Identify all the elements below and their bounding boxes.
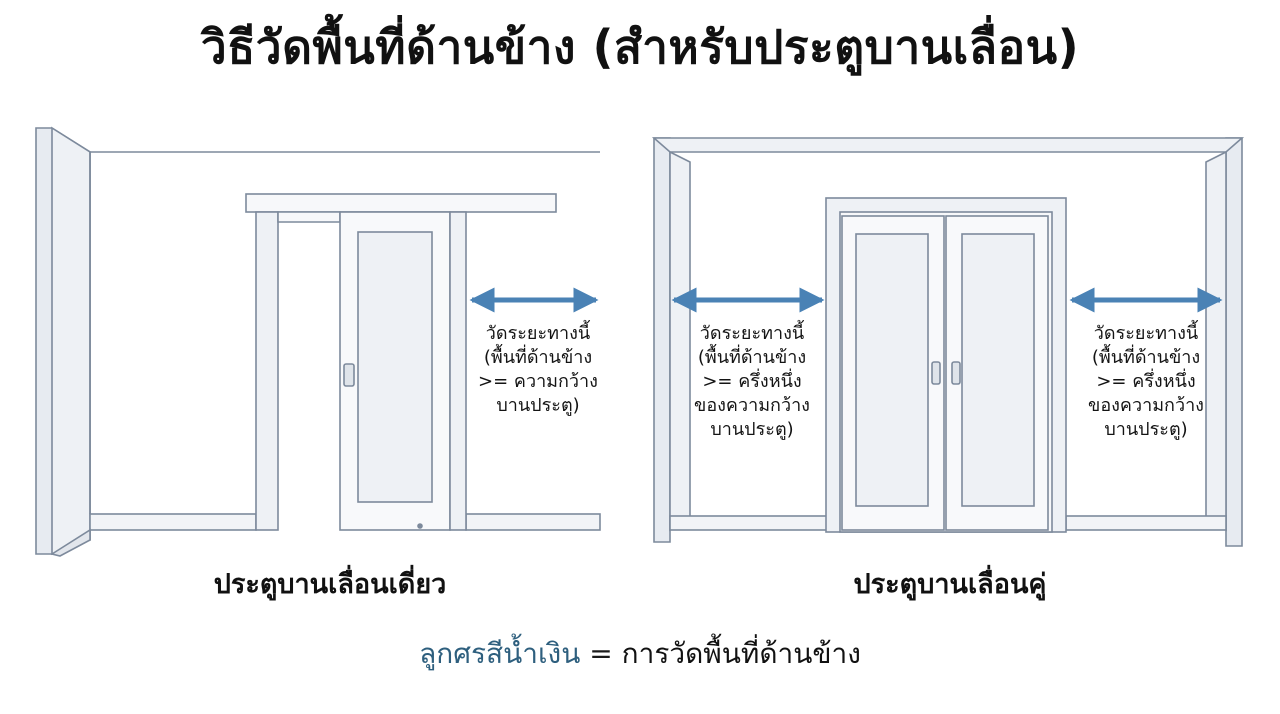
legend-blue-text: ลูกศรสีน้ำเงิน xyxy=(419,637,581,670)
baseboard-dleft xyxy=(669,515,829,531)
door-frame-left xyxy=(255,211,279,531)
door-handle xyxy=(343,363,355,387)
ceiling-frame xyxy=(651,137,1245,153)
door-handle-right xyxy=(951,361,961,385)
legend-equals: = xyxy=(589,637,613,670)
room-frame-right xyxy=(1225,137,1243,547)
baseboard-left xyxy=(89,513,257,531)
measure-note-double-right: วัดระยะทางนี้ (พื้นที่ด้านข้าง >= ครึ่งห… xyxy=(1088,323,1204,440)
double-door-diagram xyxy=(651,137,1245,547)
baseboard-right xyxy=(465,513,601,531)
baseboard-dright xyxy=(1065,515,1227,531)
measure-note-single: วัดระยะทางนี้ (พื้นที่ด้านข้าง >= ความกว… xyxy=(478,323,598,416)
door-track xyxy=(245,193,557,213)
door-frame-right xyxy=(449,211,467,531)
room-frame-left xyxy=(653,137,671,543)
measure-note-double-left: วัดระยะทางนี้ (พื้นที่ด้านข้าง >= ครึ่งห… xyxy=(694,323,810,440)
legend-meaning: การวัดพื้นที่ด้านข้าง xyxy=(621,637,861,670)
door-handle-left xyxy=(931,361,941,385)
page-title: วิธีวัดพื้นที่ด้านข้าง (สำหรับประตูบานเล… xyxy=(200,20,1080,74)
single-door-diagram xyxy=(35,126,601,557)
legend: ลูกศรสีน้ำเงิน = การวัดพื้นที่ด้านข้าง xyxy=(0,632,1280,676)
caption-double-door: ประตูบานเลื่อนคู่ xyxy=(853,569,1047,600)
caption-single-door: ประตูบานเลื่อนเดี่ยว xyxy=(213,569,447,600)
